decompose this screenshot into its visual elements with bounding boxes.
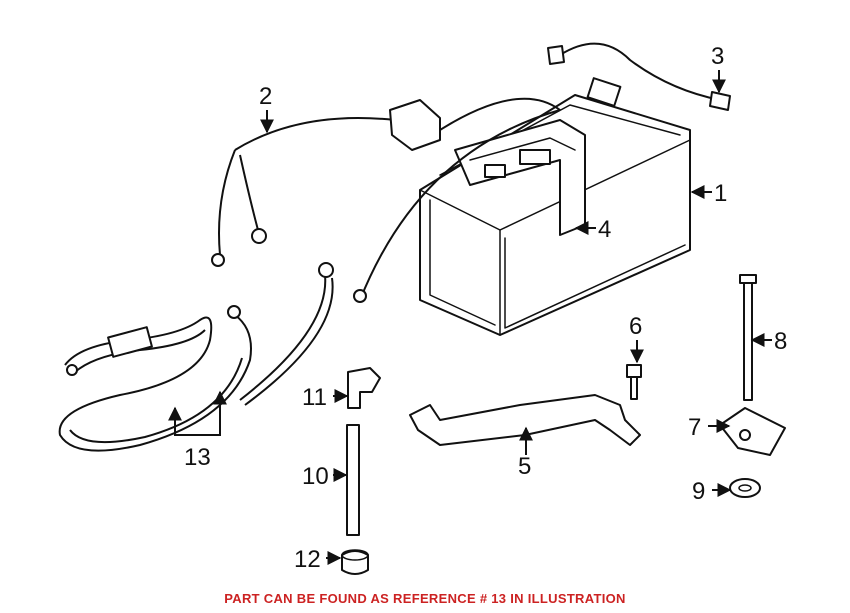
callout-9: 9	[692, 478, 705, 505]
callout-1: 1	[714, 180, 727, 207]
grommet	[341, 549, 369, 575]
callout-12: 12	[294, 546, 321, 573]
callout-5: 5	[518, 453, 531, 480]
positive-cable	[211, 97, 561, 303]
tray-bracket	[409, 394, 641, 446]
bolt	[626, 364, 642, 400]
callout-11: 11	[302, 384, 327, 411]
vent-elbow	[347, 367, 381, 409]
loop-cable	[58, 262, 334, 452]
callout-3: 3	[711, 43, 724, 70]
clamp	[719, 407, 786, 456]
battery	[419, 77, 691, 336]
vent-tube	[346, 424, 360, 536]
callout-13: 13	[184, 444, 211, 471]
callout-2: 2	[259, 83, 272, 110]
hold-down-strap	[454, 119, 586, 236]
leader-lines	[168, 70, 772, 565]
washer	[729, 478, 761, 498]
reference-note: PART CAN BE FOUND AS REFERENCE # 13 IN I…	[224, 591, 626, 606]
callout-7: 7	[688, 414, 701, 441]
callout-8: 8	[774, 328, 787, 355]
callout-10: 10	[302, 463, 329, 490]
stud	[739, 274, 757, 401]
callout-labels: 1 2 3 4 5 6 7 8 9 10 11 12 13	[184, 43, 787, 573]
negative-cable	[547, 42, 731, 111]
callout-6: 6	[629, 313, 642, 340]
callout-4: 4	[598, 216, 611, 243]
